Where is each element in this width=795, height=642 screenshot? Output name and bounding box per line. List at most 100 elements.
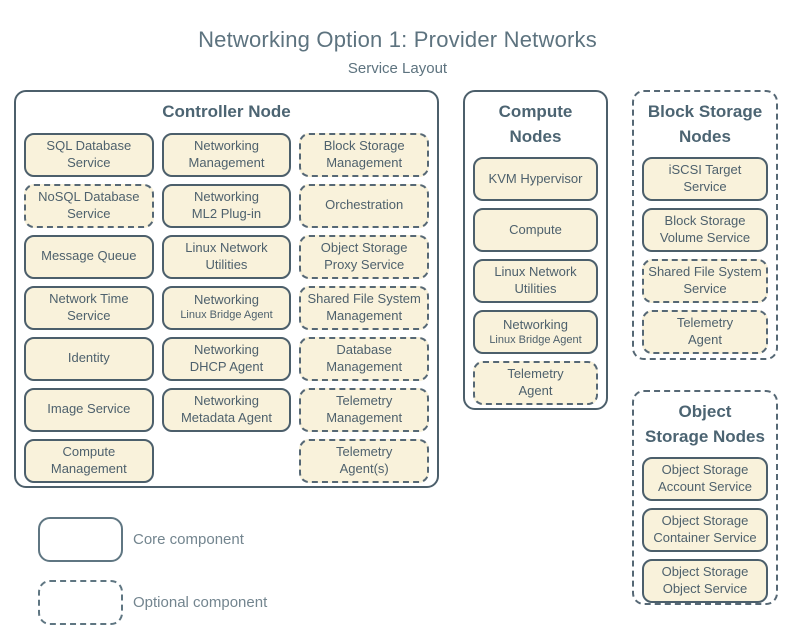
service-label-line: Management xyxy=(326,409,403,425)
service-label-line: Metadata Agent xyxy=(180,409,273,425)
service-label-line: Object Storage xyxy=(320,239,408,255)
service-label-line: Linux Bridge Agent xyxy=(489,333,582,346)
diagram-subtitle: Service Layout xyxy=(347,60,448,77)
service-label-line: Compute xyxy=(62,443,116,459)
service-label-line: Account Service xyxy=(658,479,752,495)
service-label-line: Networking xyxy=(193,392,259,408)
service-label-line: Telemetry xyxy=(676,315,734,331)
legend-label: Core component xyxy=(133,531,244,548)
service-label-line: Agent xyxy=(518,383,553,399)
service-label-line: Container Service xyxy=(653,530,757,546)
service-box: Message Queue xyxy=(24,234,154,279)
optional-component-swatch xyxy=(38,580,123,625)
service-box: Orchestration xyxy=(299,183,429,228)
group-title-line: Block Storage xyxy=(647,102,763,121)
service-label-line: Network Time xyxy=(49,290,129,306)
service-box: Identity xyxy=(24,336,154,381)
service-label-line: Utilities xyxy=(205,256,248,272)
service-label-line: Object Storage xyxy=(661,462,749,478)
service-label-line: Orchestration xyxy=(325,197,404,213)
service-label-line: NoSQL Database xyxy=(38,188,140,204)
service-label-line: Volume Service xyxy=(659,230,751,246)
service-label-line: Management xyxy=(326,154,403,170)
service-label-line: Proxy Service xyxy=(324,256,405,272)
service-label-line: Linux Network xyxy=(185,239,268,255)
service-label-line: Database xyxy=(336,341,392,357)
service-label-line: Object Storage xyxy=(661,564,749,580)
service-label-line: Telemetry xyxy=(507,366,564,382)
service-label-line: Networking xyxy=(193,341,259,357)
service-label-line: Management xyxy=(326,307,403,323)
service-label-line: iSCSI Target xyxy=(668,162,742,178)
service-label-line: Management xyxy=(326,358,403,374)
service-label-line: Service xyxy=(67,154,111,170)
service-label-line: Service xyxy=(683,179,727,195)
service-label-line: Networking xyxy=(193,188,259,204)
service-label-line: SQL Database xyxy=(46,137,132,153)
legend-label: Optional component xyxy=(133,594,268,611)
group-title-line: Controller Node xyxy=(162,102,291,121)
service-label-line: Service xyxy=(67,307,111,323)
group-title-line: Object xyxy=(678,402,732,421)
service-box: KVM Hypervisor xyxy=(473,157,598,202)
service-label-line: Management xyxy=(50,460,127,476)
service-label-line: Networking xyxy=(502,316,569,332)
service-label-line: Object Service xyxy=(662,581,748,597)
service-label-line: ML2 Plug-in xyxy=(191,205,262,221)
service-label-line: DHCP Agent xyxy=(189,358,264,374)
service-label-line: Agent(s) xyxy=(339,460,389,476)
service-label-line: Shared File System xyxy=(648,264,762,280)
service-label-line: Service xyxy=(683,281,727,297)
service-label-line: Message Queue xyxy=(41,248,137,264)
service-label-line: Block Storage xyxy=(323,137,405,153)
group-title-line: Nodes xyxy=(679,126,731,146)
group-title: Controller Node xyxy=(24,100,429,125)
service-label-line: Object Storage xyxy=(661,513,749,529)
group-title-line: Storage Nodes xyxy=(645,426,765,446)
service-label-line: Service xyxy=(67,205,111,221)
service-box: Image Service xyxy=(24,387,154,432)
service-label-line: Networking xyxy=(193,292,259,308)
service-label-line: Identity xyxy=(67,350,110,366)
service-label-line: Shared File System xyxy=(307,290,421,306)
service-box: Compute xyxy=(473,208,598,253)
service-label-line: Telemetry xyxy=(335,443,393,459)
service-label-line: Linux Network xyxy=(494,264,577,280)
service-label-line: KVM Hypervisor xyxy=(488,170,583,186)
